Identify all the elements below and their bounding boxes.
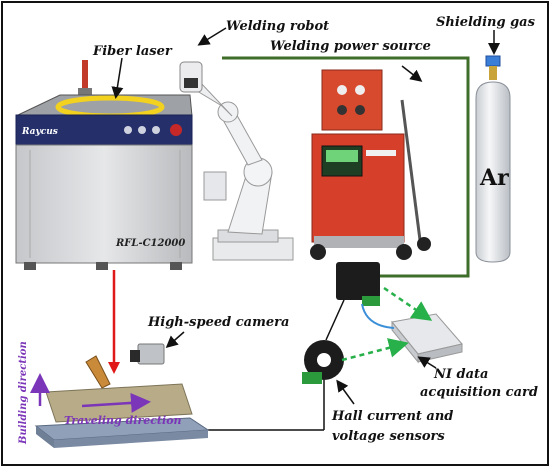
welding-robot bbox=[179, 61, 294, 261]
emergency-stop-icon bbox=[170, 124, 182, 136]
camera-pointer bbox=[165, 331, 185, 348]
traveling-direction-label: Traveling direction bbox=[64, 414, 182, 427]
fiber-laser-label: Fiber laser bbox=[92, 44, 173, 59]
fiber-laser-pointer bbox=[111, 57, 124, 99]
welding-power-source-label: Welding power source bbox=[270, 39, 431, 54]
high-speed-camera-label: High-speed camera bbox=[147, 315, 289, 330]
power-cable-loop bbox=[222, 56, 470, 278]
welding-torch bbox=[85, 355, 111, 389]
gas-name-label: Ar bbox=[479, 165, 509, 191]
voltage-sensor-module bbox=[336, 262, 380, 306]
gas-cylinder bbox=[475, 55, 511, 263]
welding-robot-pointer bbox=[197, 27, 227, 46]
hall-sensors-label-line1: Hall current and bbox=[331, 409, 453, 424]
laser-brand-label: Raycus bbox=[21, 127, 58, 137]
high-speed-camera bbox=[130, 343, 165, 365]
fiber-laser-unit: Raycus RFL-C12000 bbox=[15, 60, 193, 270]
sensor-link-wire bbox=[325, 299, 345, 341]
shielding-gas-label: Shielding gas bbox=[436, 15, 536, 30]
data-link-current bbox=[341, 338, 409, 362]
welding-power-source bbox=[310, 69, 431, 260]
traveling-direction-arrow bbox=[81, 392, 151, 413]
building-direction-label: Building direction bbox=[18, 341, 29, 445]
welding-robot-label: Welding robot bbox=[226, 19, 329, 34]
hall-sensors-label-line2: voltage sensors bbox=[332, 429, 445, 444]
ni-daq-device bbox=[391, 313, 463, 364]
hall-sensors-pointer bbox=[336, 379, 355, 405]
data-link-voltage bbox=[383, 286, 433, 321]
ni-card-pointer bbox=[417, 356, 437, 369]
ni-card-label-line1: NI data bbox=[433, 367, 488, 382]
laser-model-label: RFL-C12000 bbox=[115, 238, 185, 249]
ni-card-label-line2: acquisition card bbox=[420, 385, 538, 400]
power-source-pointer bbox=[401, 65, 423, 82]
laser-beam-arrowhead bbox=[108, 362, 120, 374]
current-sensor-module bbox=[302, 340, 344, 384]
